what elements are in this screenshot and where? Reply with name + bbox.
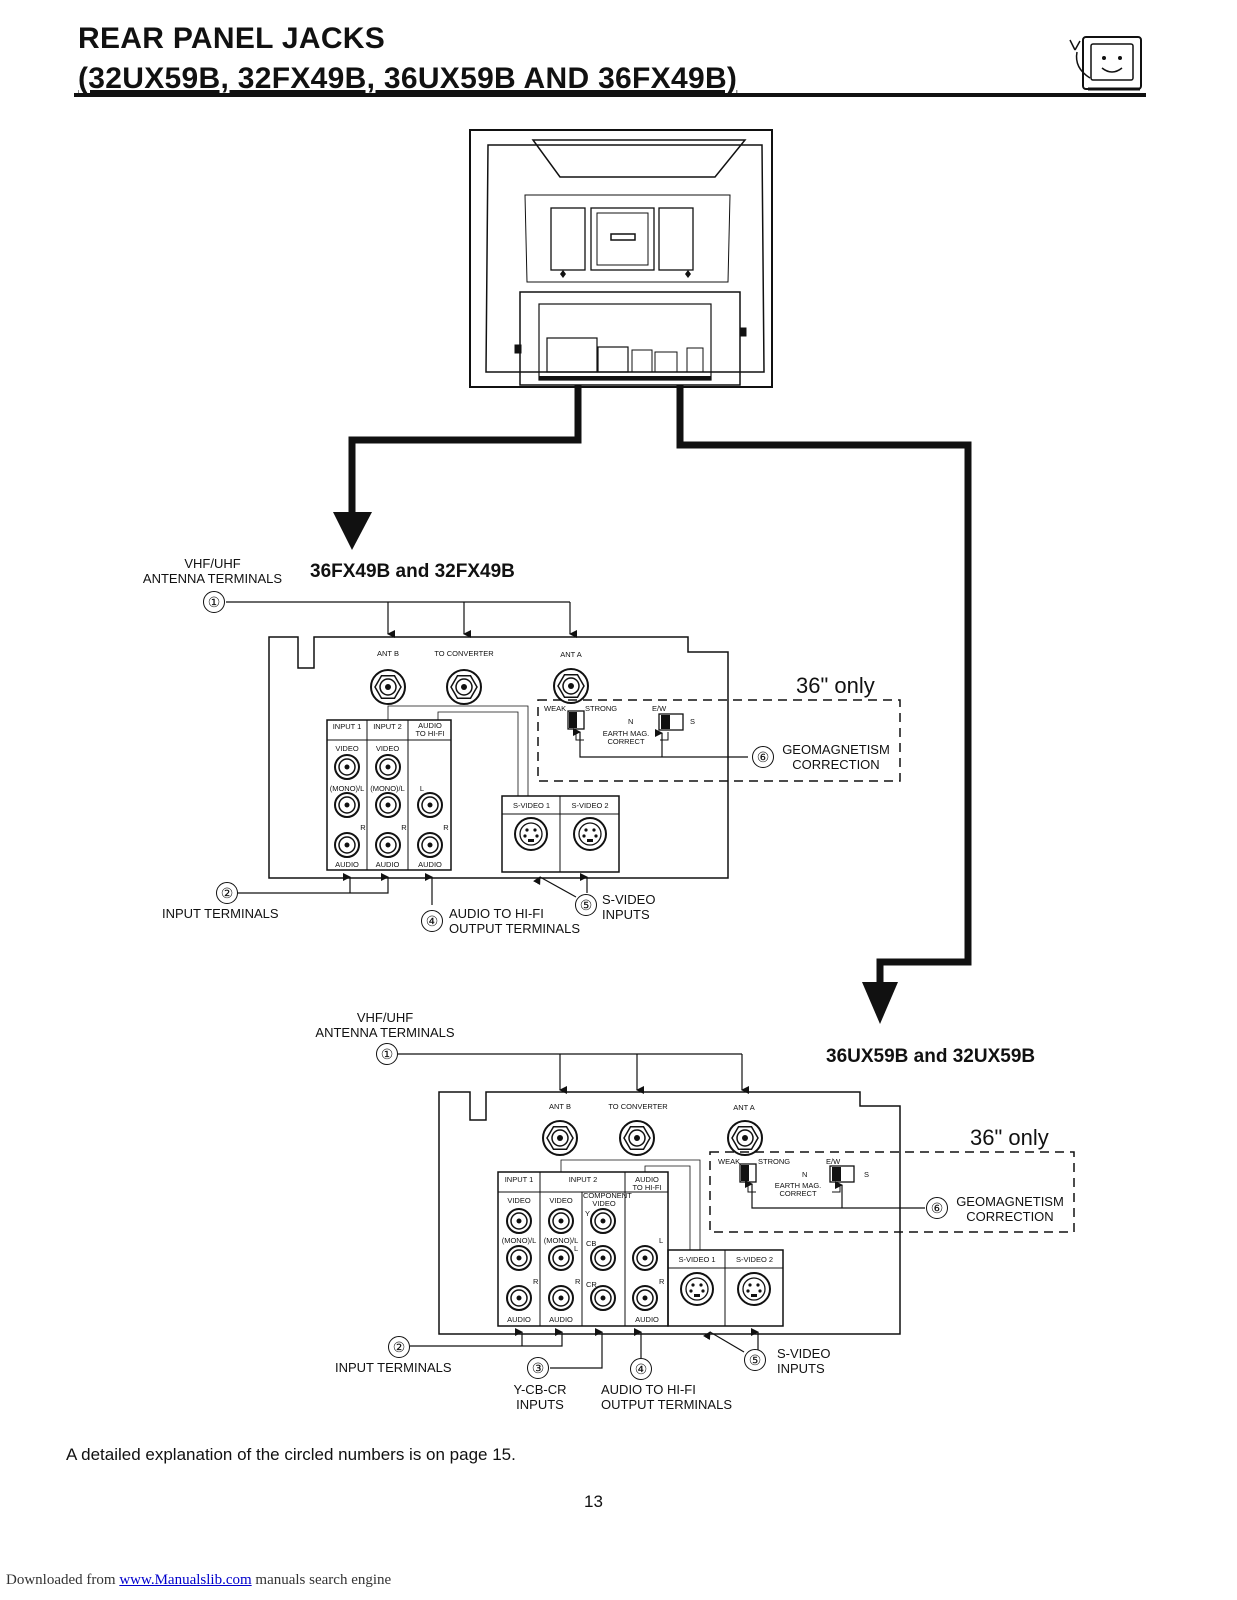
audio3-label-ux: AUDIO [635, 1315, 659, 1324]
callout-3-ux: ③ [527, 1357, 549, 1379]
ant-a-label-fx: ANT A [560, 650, 582, 659]
callout-5-ux: ⑤ [744, 1349, 766, 1371]
audio1-label-fx: AUDIO [335, 860, 359, 869]
callout-1-fx: ① [203, 591, 225, 613]
video1-label-ux: VIDEO [507, 1196, 531, 1205]
tv-rear-illustration [469, 129, 773, 388]
input1-label-ux: INPUT 1 [504, 1175, 534, 1184]
callout-6-ux: ⑥ [926, 1197, 948, 1219]
svideo1-label-ux: S-VIDEO 1 [678, 1255, 716, 1264]
l-2-ux: L [574, 1244, 579, 1253]
svideo2-label-fx: S-VIDEO 2 [571, 801, 609, 810]
manualslib-link[interactable]: www.Manualslib.com [119, 1572, 252, 1588]
r3-ux: R [659, 1277, 665, 1286]
to-converter-label-ux: TO CONVERTER [608, 1102, 668, 1111]
footnote: A detailed explanation of the circled nu… [66, 1445, 516, 1464]
ant-a-label-ux: ANT A [733, 1103, 755, 1112]
mono-l-2-ux: (MONO)/L [543, 1236, 579, 1245]
callout-5-fx: ⑤ [575, 894, 597, 916]
svideo2-label-ux: S-VIDEO 2 [735, 1255, 774, 1264]
l-hifi-ux: L [659, 1236, 664, 1245]
panel-fx-jacks [268, 636, 901, 879]
callout-4-fx: ④ [421, 910, 443, 932]
only36-label-fx: 36" only [796, 673, 875, 698]
mono-l-1-fx: (MONO)/L [329, 784, 365, 793]
only36-label-ux: 36" only [970, 1125, 1049, 1150]
s-label-fx: S [690, 717, 696, 726]
audio3-label-fx: AUDIO [418, 860, 442, 869]
video2-label-fx: VIDEO [375, 744, 400, 753]
callout-4-ux: ④ [630, 1358, 652, 1380]
tv-mascot-icon [1069, 36, 1142, 91]
r1-ux: R [533, 1277, 539, 1286]
antenna-label-fx: VHF/UHF ANTENNA TERMINALS [142, 556, 283, 586]
download-footer: Downloaded from www.Manualslib.com manua… [6, 1572, 391, 1589]
ant-b-label-ux: ANT B [549, 1102, 571, 1111]
input-terminals-label-ux: INPUT TERMINALS [335, 1360, 452, 1375]
video2-label-ux: VIDEO [549, 1196, 573, 1205]
input2-label-fx: INPUT 2 [373, 722, 402, 731]
audio1-label-ux: AUDIO [507, 1315, 531, 1324]
input-terminals-label-fx: INPUT TERMINALS [162, 906, 279, 921]
ant-b-label-fx: ANT B [377, 649, 399, 658]
callout-1-ux: ① [376, 1043, 398, 1065]
callout-6-fx: ⑥ [752, 746, 774, 768]
strong-label-fx: STRONG [585, 704, 618, 713]
callout-2-fx: ② [216, 882, 238, 904]
page-title-line2: (32UX59B, 32FX49B, 36UX59B AND 36FX49B) [78, 62, 738, 95]
strong-label-ux: STRONG [758, 1157, 791, 1166]
r2-fx: R [401, 823, 407, 832]
panel-ux-jacks [438, 1091, 1075, 1335]
panel-fx-callouts [226, 601, 748, 905]
n-label-fx: N [628, 717, 634, 726]
page-title-line1: REAR PANEL JACKS [78, 22, 386, 55]
audio2-label-fx: AUDIO [375, 860, 400, 869]
ew-label-fx: E/W [652, 704, 667, 713]
mono-l-2-fx: (MONO)/L [370, 784, 405, 793]
cb-label-ux: CB [586, 1239, 597, 1248]
y-label-ux: Y [585, 1209, 591, 1218]
n-label-ux: N [802, 1170, 808, 1179]
download-suffix: manuals search engine [251, 1572, 392, 1588]
download-prefix: Downloaded from [6, 1572, 120, 1588]
input1-label-fx: INPUT 1 [332, 722, 362, 731]
r1-fx: R [360, 823, 366, 832]
earth-label-fx: EARTH MAG.CORRECT [602, 729, 650, 746]
r2-ux: R [575, 1277, 581, 1286]
title-rule [74, 93, 1146, 97]
cr-label-ux: CR [586, 1280, 597, 1289]
earth-label-ux: EARTH MAG.CORRECT [774, 1181, 822, 1198]
svideo1-label-fx: S-VIDEO 1 [512, 801, 551, 810]
antenna-label-ux: VHF/UHF ANTENNA TERMINALS [315, 1010, 455, 1040]
to-converter-label-fx: TO CONVERTER [434, 649, 494, 658]
l-hifi-fx: L [419, 784, 425, 793]
callout-2-ux: ② [388, 1336, 410, 1358]
panel-ux-callouts [398, 1053, 925, 1369]
weak-label-ux: WEAK [718, 1157, 741, 1166]
weak-label-fx: WEAK [544, 704, 567, 713]
r3-fx: R [443, 823, 449, 832]
model-label-fx: 36FX49B and 32FX49B [310, 561, 515, 582]
mono-l-1-ux: (MONO)/L [501, 1236, 537, 1245]
video1-label-fx: VIDEO [335, 744, 359, 753]
s-label-ux: S [864, 1170, 870, 1179]
input2-label-ux: INPUT 2 [568, 1175, 598, 1184]
page-number: 13 [584, 1492, 603, 1511]
model-label-ux: 36UX59B and 32UX59B [826, 1046, 1036, 1067]
ew-label-ux: E/W [826, 1157, 841, 1166]
audio2-label-ux: AUDIO [549, 1315, 573, 1324]
